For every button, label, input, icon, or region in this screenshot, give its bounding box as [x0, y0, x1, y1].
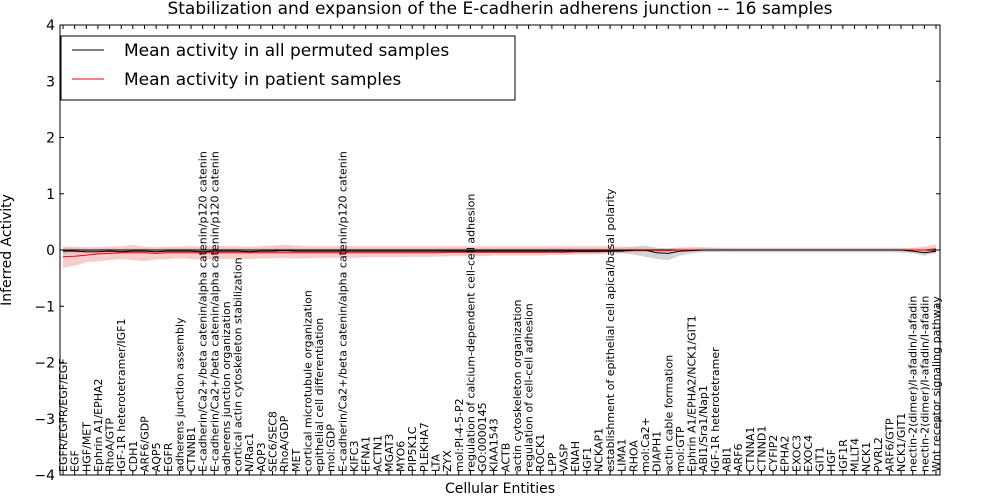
legend-label-0: Mean activity in all permuted samples — [124, 41, 449, 61]
x-tick-label: N/Rac1 — [243, 433, 256, 472]
x-tick-label: CDH1 — [127, 441, 140, 472]
y-tick-label: −2 — [34, 356, 55, 372]
x-tick-label: LTA — [429, 454, 442, 472]
x-tick-label: VASP — [558, 444, 571, 472]
x-tick-label: NCK1/GIT1 — [895, 413, 908, 472]
x-tick-label: adherens junction assembly — [173, 317, 186, 472]
x-tick-label: EXOC4 — [802, 435, 815, 472]
x-tick-label: regulation of cell-cell adhesion — [523, 303, 536, 472]
x-tick-label: RhoA/GTP — [104, 418, 117, 472]
x-tick-label: ARF6/GTP — [883, 418, 896, 472]
x-tick-label: RhoA/GDP — [278, 415, 291, 472]
x-tick-label: PVRL2 — [872, 437, 885, 472]
x-tick-label: MGAT3 — [383, 434, 396, 472]
x-tick-label: HGF/MET — [80, 422, 93, 472]
y-tick-label: −3 — [34, 412, 55, 428]
x-tick-label: E-cadherin/Ca2+/beta catenin/alpha caten… — [197, 151, 210, 472]
x-tick-label: CYFIP2 — [767, 435, 780, 472]
x-tick-label: MLLT4 — [849, 438, 862, 472]
x-tick-label: ZYX — [441, 450, 454, 472]
y-tick-label: 4 — [46, 18, 55, 34]
x-tick-label: CTNND1 — [755, 426, 768, 472]
legend-label-1: Mean activity in patient samples — [124, 70, 401, 90]
x-tick-label: LIMA1 — [616, 439, 629, 472]
x-tick-label: Ephrin A1/EPHA2/NCK1/GIT1 — [686, 315, 699, 472]
legend: Mean activity in all permuted samplesMea… — [60, 35, 516, 101]
x-tick-label: ABI1/Sra1/Nap1 — [697, 385, 710, 472]
y-tick-label: 2 — [46, 131, 55, 147]
x-axis-ticks — [62, 25, 937, 475]
y-tick-label: 3 — [46, 74, 55, 90]
x-tick-label: ROCK1 — [534, 434, 547, 472]
plot-frame — [59, 24, 941, 476]
x-tick-label: establishment of epithelial cell apical/… — [604, 188, 617, 472]
x-tick-label: ABI1 — [720, 447, 733, 472]
x-tick-label: regulation of calcium-dependent cell-cel… — [464, 194, 477, 472]
x-tick-label: IGF-1R heterotetramer — [709, 347, 722, 472]
x-tick-label: E-cadherin/Ca2+/beta catenin/alpha caten… — [208, 151, 221, 472]
x-tick-label: IGF1R — [837, 439, 850, 472]
x-tick-label: EXOC3 — [790, 435, 803, 472]
x-tick-label: E-cadherin/Ca2+/beta catenin/alpha caten… — [336, 151, 349, 472]
x-tick-label: mol:Ca2+ — [639, 417, 652, 472]
x-tick-label: CTNNB1 — [185, 427, 198, 472]
x-tick-label: epithelial cell differentiation — [313, 318, 326, 472]
x-tick-label: nectin-2(dimer)/I-afadin/I-afadin — [907, 296, 920, 472]
x-tick-label: actin cable formation — [662, 355, 675, 472]
x-tick-label: IGF1 — [581, 447, 594, 472]
x-tick-label: cortical actin cytoskeleton stabilizatio… — [232, 257, 245, 472]
x-tick-label: EPHA2 — [779, 436, 792, 472]
x-tick-label: MYO6 — [395, 441, 408, 472]
x-tick-label: AQP3 — [255, 442, 268, 472]
x-tick-label: DIAPH1 — [651, 431, 664, 472]
x-tick-label: actin cytoskeleton organization — [511, 300, 524, 472]
x-axis-label: Cellular Entities — [445, 481, 555, 497]
x-tick-label: KIFC3 — [348, 441, 361, 472]
x-tick-label: SEC6/SEC8 — [267, 411, 280, 472]
x-tick-label: RHOA — [627, 440, 640, 472]
x-tick-label: HGF — [825, 449, 838, 472]
x-tick-label: CTNNA1 — [744, 427, 757, 472]
x-tick-label: ACTB — [499, 443, 512, 472]
x-tick-label: ACTN1 — [371, 435, 384, 472]
y-tick-label: −4 — [34, 468, 55, 484]
x-tick-label: GIT1 — [814, 447, 827, 473]
y-axis-label: Inferred Activity — [0, 194, 15, 306]
x-tick-label: EGFR — [162, 442, 175, 472]
x-tick-label: IGF-1R heterotetramer/IGF1 — [115, 319, 128, 473]
y-axis-ticks: −4 −3 −2 −1 0 1 2 3 4 — [34, 18, 940, 484]
x-tick-label: LPP — [546, 452, 559, 472]
x-tick-label: adherens junction organization — [220, 301, 233, 472]
chart-title: Stabilization and expansion of the E-cad… — [167, 0, 832, 19]
series-lines — [60, 248, 940, 258]
x-tick-label: mol:GTP — [674, 426, 687, 472]
x-tick-label: ARF6/GDP — [138, 416, 151, 472]
x-tick-label: NCKAP1 — [592, 428, 605, 472]
series-line-0 — [63, 249, 937, 254]
x-tick-label: nectin-2(dimer)/I-afadin/I-afadin — [918, 296, 931, 472]
x-tick-label: Wnt receptor signaling pathway — [930, 296, 943, 472]
x-tick-label: mol:PI-4-5-P2 — [453, 398, 466, 472]
x-tick-label: KIAA1543 — [488, 418, 501, 472]
x-tick-label: Ephrin A1/EPHA2 — [92, 378, 105, 472]
x-tick-label: PIP5K1C — [406, 426, 419, 472]
x-tick-label: GO:0000145 — [476, 402, 489, 472]
y-tick-label: 0 — [46, 243, 55, 259]
x-tick-label: AQP5 — [150, 442, 163, 472]
x-tick-label: EGF — [69, 450, 82, 472]
x-tick-label: MET — [290, 449, 303, 472]
x-tick-label: cortical microtubule organization — [301, 290, 314, 472]
x-tick-label: ARF6 — [732, 444, 745, 473]
legend-box — [60, 35, 516, 101]
y-tick-label: −1 — [34, 299, 55, 315]
x-tick-label: PLEKHA7 — [418, 422, 431, 472]
x-tick-label: mol:GDP — [325, 424, 338, 472]
x-tick-label: ENAH — [569, 441, 582, 472]
x-tick-label: EFNA1 — [360, 436, 373, 472]
x-tick-label: NCK1 — [860, 442, 873, 472]
y-tick-label: 1 — [46, 187, 55, 203]
